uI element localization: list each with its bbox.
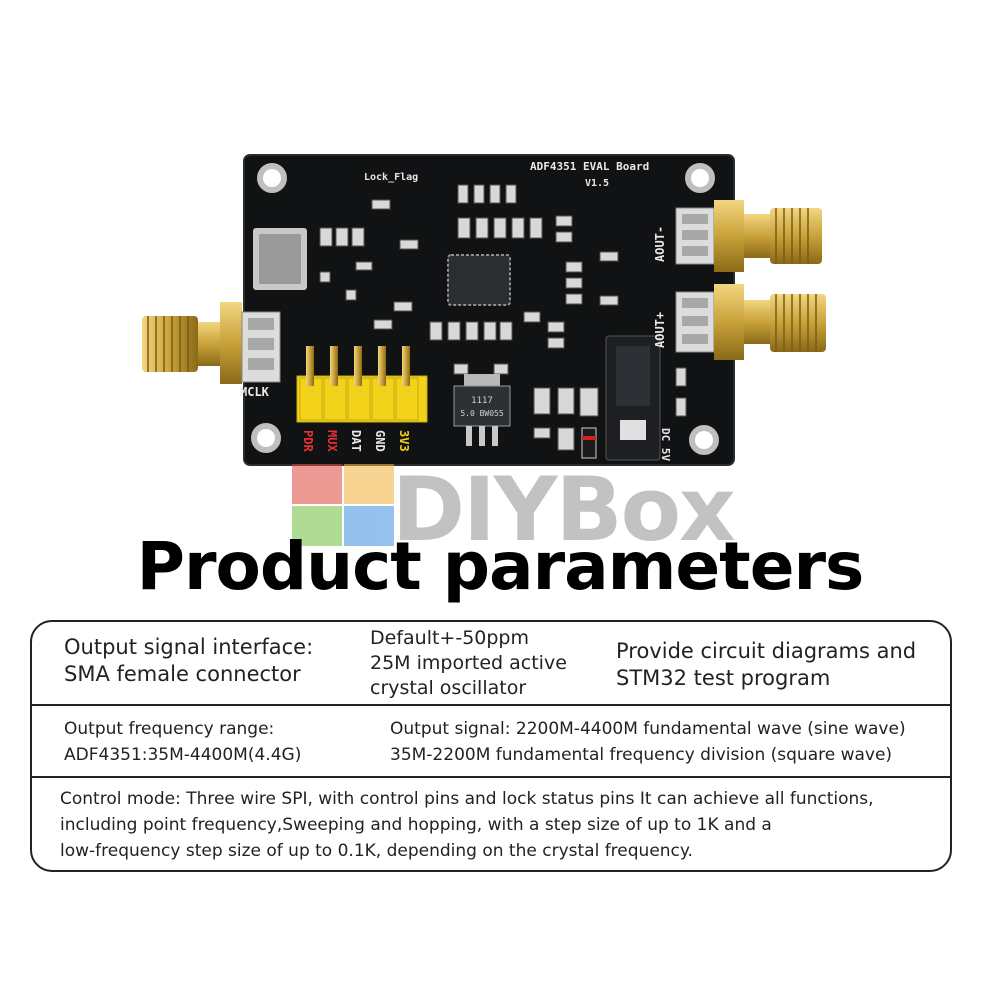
param-text: Output frequency range:: [64, 719, 275, 739]
voltage-regulator: 1117 5.0 BW055: [453, 374, 511, 446]
board-title: ADF4351 EVAL Board: [530, 160, 649, 173]
pin-label-3v3: 3V3: [397, 430, 411, 452]
param-control-mode: Control mode: Three wire SPI, with contr…: [60, 786, 874, 864]
param-output-interface: Output signal interface: SMA female conn…: [64, 634, 313, 688]
param-text: SMA female connector: [64, 662, 301, 686]
param-frequency-range: Output frequency range: ADF4351:35M-4400…: [64, 716, 301, 768]
pin-header: [296, 346, 428, 423]
page-title: Product parameters: [136, 528, 865, 605]
mclk-label: MCLK: [240, 385, 270, 399]
board-version: V1.5: [585, 178, 609, 189]
watermark-logo-icon: [292, 464, 402, 550]
smd-components: [319, 184, 687, 451]
aout-plus-label: AOUT+: [653, 312, 667, 348]
param-text: STM32 test program: [616, 666, 831, 690]
sma-connector-mclk: [142, 302, 281, 384]
param-text: 25M imported active: [370, 652, 567, 674]
mounting-holes: [251, 163, 719, 455]
product-photo: 1117 5.0 BW055: [142, 154, 826, 466]
dc-power-jack: [605, 335, 661, 461]
param-text: Control mode: Three wire SPI, with contr…: [60, 789, 874, 809]
param-text: Output signal: 2200M-4400M fundamental w…: [390, 719, 906, 739]
parameters-table: Output signal interface: SMA female conn…: [30, 620, 952, 872]
diode: [581, 427, 597, 459]
pin-label-gnd: GND: [373, 430, 387, 452]
param-crystal: Default+-50ppm 25M imported active cryst…: [370, 626, 567, 701]
param-text: Provide circuit diagrams and: [616, 639, 917, 663]
param-text: Output signal interface:: [64, 635, 314, 659]
regulator-text-2: 5.0 BW055: [460, 409, 504, 418]
pin-label-mux: MUX: [325, 430, 339, 452]
param-resources: Provide circuit diagrams and STM32 test …: [616, 638, 916, 692]
sma-connector-aout-minus: [675, 200, 822, 272]
param-output-signal: Output signal: 2200M-4400M fundamental w…: [390, 716, 906, 768]
param-text: 35M-2200M fundamental frequency division…: [390, 745, 893, 765]
adf4351-chip: [447, 254, 511, 306]
param-text: low-frequency step size of up to 0.1K, d…: [60, 841, 693, 861]
sma-connector-aout-plus: [675, 284, 826, 360]
lock-flag-label: Lock_Flag: [364, 172, 418, 183]
table-row: Output signal interface: SMA female conn…: [32, 622, 950, 706]
regulator-text-1: 1117: [471, 396, 493, 406]
pin-label-pdr: PDR: [301, 430, 315, 452]
dc-5v-label: DC 5V: [659, 428, 672, 461]
watermark-text: DIYBox: [392, 458, 736, 561]
capacitor: [579, 387, 599, 417]
param-text: ADF4351:35M-4400M(4.4G): [64, 745, 302, 765]
crystal-oscillator: [253, 228, 307, 290]
pin-label-dat: DAT: [349, 430, 363, 452]
aout-minus-label: AOUT-: [653, 226, 667, 262]
brand-watermark: DIYBox: [292, 458, 736, 561]
param-text: crystal oscillator: [370, 677, 527, 699]
param-text: Default+-50ppm: [370, 627, 530, 649]
param-text: including point frequency,Sweeping and h…: [60, 815, 772, 835]
table-row: Output frequency range: ADF4351:35M-4400…: [32, 706, 950, 778]
table-row: Control mode: Three wire SPI, with contr…: [32, 778, 950, 872]
